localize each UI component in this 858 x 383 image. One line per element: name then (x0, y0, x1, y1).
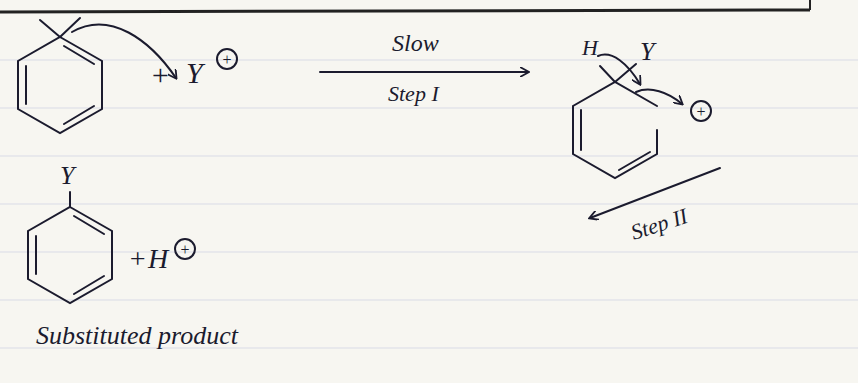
atom-symbol: Y (60, 162, 74, 191)
rate-note: Slow (392, 30, 439, 56)
atom-symbol: Y (640, 38, 654, 67)
positive-charge: + (216, 48, 238, 70)
plus-sign: + (150, 58, 170, 91)
step-label: Step I (388, 82, 439, 106)
positive-charge: + (690, 100, 712, 122)
step-label: Step II (628, 204, 691, 245)
plus-sign: + (128, 244, 147, 275)
positive-charge: + (174, 238, 196, 260)
atom-symbol: H (148, 244, 168, 275)
product-caption: Substituted product (36, 322, 238, 351)
electrophile-symbol: Y (186, 56, 203, 89)
atom-symbol: H (582, 36, 598, 60)
